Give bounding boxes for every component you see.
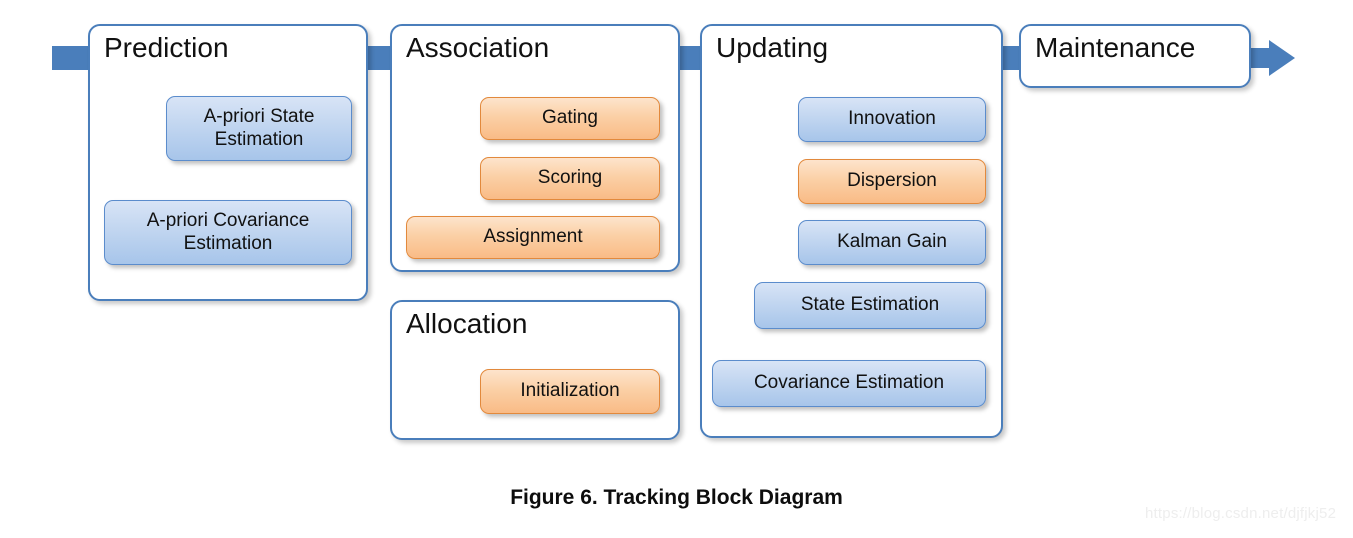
stage-title-association: Association [406, 32, 550, 63]
pill-label: Kalman Gain [837, 231, 947, 253]
pill-label: Gating [542, 107, 598, 129]
stage-title-allocation: Allocation [406, 308, 528, 339]
stage-updating[interactable]: Updating Innovation Dispersion Kalman Ga… [700, 24, 1003, 438]
pill-label: Assignment [483, 226, 583, 248]
pill-initialization[interactable]: Initialization [480, 369, 660, 414]
pill-a-priori-covariance-estimation[interactable]: A-priori Covariance Estimation [104, 200, 352, 265]
pill-label: A-priori Covariance Estimation [146, 210, 310, 254]
pill-kalman-gain[interactable]: Kalman Gain [798, 220, 986, 265]
stage-association[interactable]: Association Gating Scoring Assignment [390, 24, 680, 272]
pill-label: State Estimation [800, 294, 940, 316]
pill-a-priori-state-estimation[interactable]: A-priori State Estimation [166, 96, 352, 161]
pill-innovation[interactable]: Innovation [798, 97, 986, 142]
pill-dispersion[interactable]: Dispersion [798, 159, 986, 204]
pill-state-estimation[interactable]: State Estimation [754, 282, 986, 329]
pill-assignment[interactable]: Assignment [406, 216, 660, 259]
stage-prediction[interactable]: Prediction A-priori State Estimation A-p… [88, 24, 368, 301]
pill-gating[interactable]: Gating [480, 97, 660, 140]
stage-title-prediction: Prediction [104, 32, 229, 63]
stage-maintenance[interactable]: Maintenance [1019, 24, 1251, 88]
stage-allocation[interactable]: Allocation Initialization [390, 300, 680, 440]
figure-caption: Figure 6. Tracking Block Diagram [510, 486, 843, 509]
pill-label: Innovation [848, 108, 936, 130]
stage-title-updating: Updating [716, 32, 829, 63]
pill-label: Initialization [520, 380, 620, 402]
pill-scoring[interactable]: Scoring [480, 157, 660, 200]
flow-arrow-output [1245, 40, 1297, 76]
pill-label: Scoring [537, 167, 603, 189]
pill-label: Dispersion [847, 170, 937, 192]
flow-arrow-shaft [1245, 48, 1271, 68]
flow-arrow-head [1269, 40, 1295, 76]
flow-connector-input [52, 46, 92, 70]
pill-label: Covariance Estimation [753, 372, 945, 394]
pill-covariance-estimation[interactable]: Covariance Estimation [712, 360, 986, 407]
pill-label: A-priori State Estimation [203, 106, 315, 150]
stage-title-maintenance: Maintenance [1035, 32, 1196, 63]
site-watermark: https://blog.csdn.net/djfjkj52 [1145, 505, 1337, 522]
